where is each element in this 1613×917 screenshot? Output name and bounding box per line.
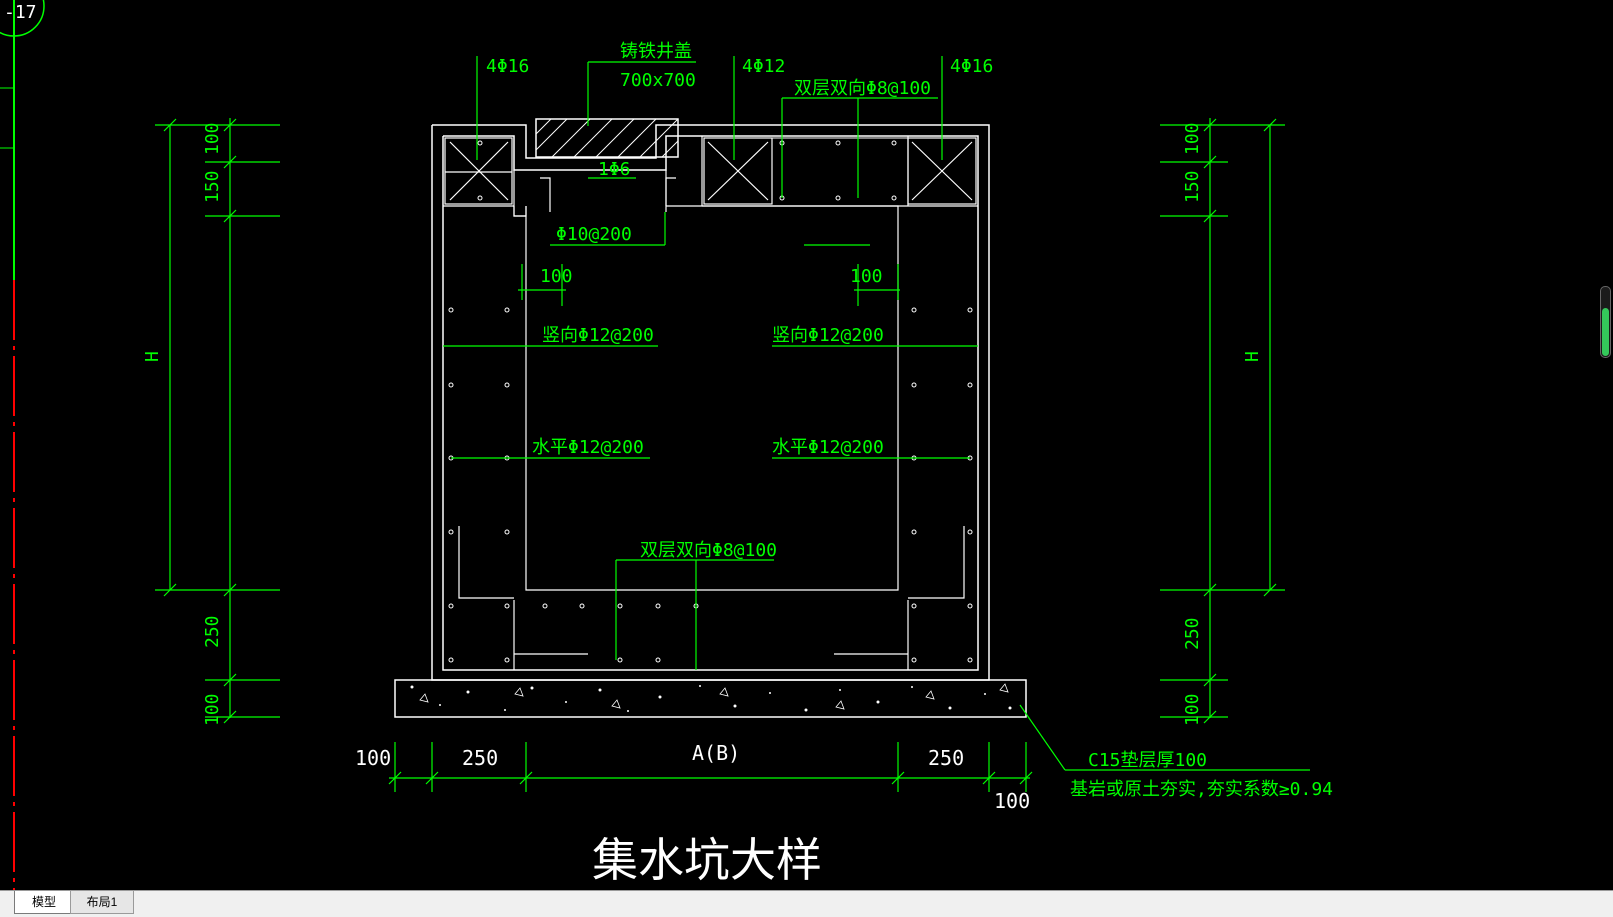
tab-model[interactable]: 模型 (14, 891, 74, 914)
svg-text:H: H (142, 351, 163, 362)
dim-text-left: 100 150 H 250 100 (142, 122, 223, 726)
svg-text:A(B): A(B) (692, 741, 740, 765)
gauge-fill (1602, 308, 1609, 356)
label-vert-left: 竖向Φ12@200 (542, 325, 654, 346)
pit-outline (431, 124, 990, 681)
svg-text:250: 250 (1182, 617, 1203, 650)
label-dim-100-right: 100 (850, 266, 883, 287)
inner-walls (443, 136, 978, 670)
svg-text:100: 100 (1182, 122, 1203, 155)
label-rebar-4phi16-left: 4Φ16 (486, 56, 529, 77)
corner-box-left (444, 137, 513, 205)
label-rebar-4phi16-right: 4Φ16 (950, 56, 993, 77)
label-cushion: C15垫层厚100 (1088, 750, 1207, 771)
label-phi10: Φ10@200 (556, 224, 632, 245)
dim-chain-bottom (388, 742, 1033, 792)
layout-tabs-bar: 模型 布局1 (0, 890, 1613, 917)
dim-text-bottom: 100 250 A(B) 250 100 (355, 741, 1030, 813)
hook-rebars (458, 177, 965, 655)
label-horiz-right: 水平Φ12@200 (772, 437, 884, 458)
manhole-cover (535, 118, 679, 158)
cushion-layer (394, 679, 1027, 718)
dim-chain-right (1160, 118, 1285, 724)
svg-text:250: 250 (202, 615, 223, 648)
viewport-label: -17 (4, 2, 37, 23)
label-dim-100-left: 100 (540, 266, 573, 287)
label-vert-right: 竖向Φ12@200 (772, 325, 884, 346)
svg-text:H: H (1242, 351, 1263, 362)
label-1phi6: 1Φ6 (598, 159, 631, 180)
svg-text:100: 100 (202, 693, 223, 726)
svg-text:100: 100 (994, 789, 1030, 813)
svg-text:100: 100 (202, 122, 223, 155)
label-horiz-left: 水平Φ12@200 (532, 437, 644, 458)
drawing-canvas[interactable]: -17 (0, 0, 1613, 890)
label-bottom-slab: 双层双向Φ8@100 (640, 540, 777, 561)
svg-text:100: 100 (355, 746, 391, 770)
corner-box-mid (703, 137, 773, 205)
tab-layout1[interactable]: 布局1 (70, 891, 134, 914)
axis-line (0, 0, 45, 890)
side-scroll-gauge[interactable] (1600, 286, 1611, 358)
rebar-dots (448, 140, 973, 663)
svg-text:150: 150 (202, 170, 223, 203)
label-soil: 基岩或原土夯实,夯实系数≥0.94 (1070, 779, 1333, 800)
svg-text:250: 250 (928, 746, 964, 770)
svg-text:100: 100 (1182, 693, 1203, 726)
svg-text:150: 150 (1182, 170, 1203, 203)
label-rebar-4phi12: 4Φ12 (742, 56, 785, 77)
cad-drawing: -17 (0, 0, 1333, 890)
label-cover-size: 700x700 (620, 70, 696, 91)
leader-lines (443, 56, 1310, 771)
dim-chain-left (155, 118, 280, 724)
dim-text-right: 100 150 H 250 100 (1182, 122, 1263, 726)
label-cover-name: 铸铁井盖 (620, 41, 692, 62)
drawing-title: 集水坑大样 (592, 833, 822, 887)
svg-text:250: 250 (462, 746, 498, 770)
label-top-slab: 双层双向Φ8@100 (794, 78, 931, 99)
